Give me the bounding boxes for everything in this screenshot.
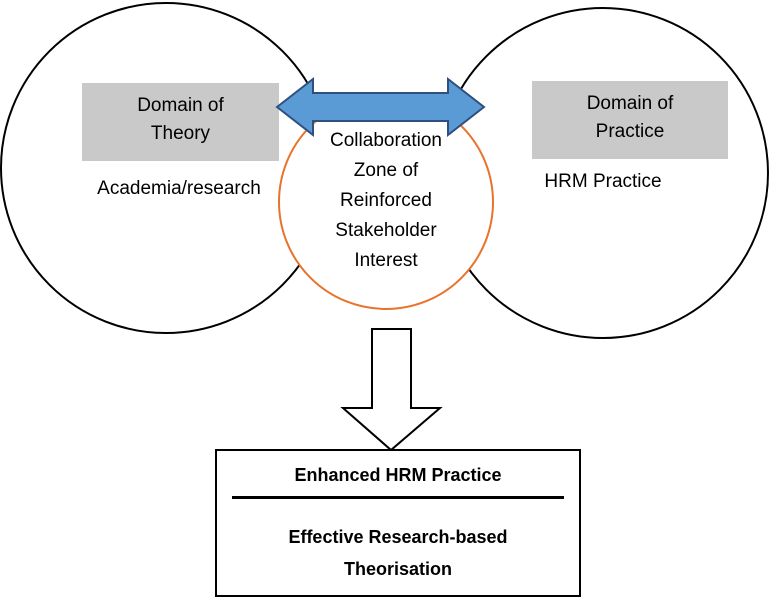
theory-domain-circle bbox=[0, 2, 332, 334]
practice-title-line2: Practice bbox=[595, 120, 665, 142]
outcome-title: Enhanced HRM Practice bbox=[294, 465, 502, 485]
hrm-practice-caption: HRM Practice bbox=[544, 171, 662, 192]
practice-domain-title: Domain of Practice bbox=[532, 90, 728, 145]
down-arrow bbox=[340, 328, 443, 452]
practice-title-line1: Domain of bbox=[586, 93, 674, 114]
theory-title-line2: Theory bbox=[150, 122, 211, 144]
center-line-4: Stakeholder bbox=[335, 220, 437, 241]
theory-title-line1: Domain of bbox=[137, 95, 224, 116]
center-line-5: Interest bbox=[354, 250, 418, 271]
collaboration-zone-text: Collaboration Zone of Reinforced Stakeho… bbox=[306, 126, 466, 276]
outcome-divider bbox=[232, 496, 564, 499]
practice-domain-box bbox=[532, 81, 728, 159]
theory-domain-box bbox=[82, 83, 279, 161]
outcome-box: Enhanced HRM Practice Effective Research… bbox=[215, 449, 581, 597]
center-line-2: Zone of bbox=[353, 160, 419, 181]
outcome-line-2: Theorisation bbox=[343, 559, 452, 579]
outcome-line-1: Effective Research-based bbox=[288, 527, 508, 547]
theory-domain-title: Domain of Theory bbox=[82, 92, 279, 147]
center-line-1: Collaboration bbox=[330, 130, 442, 151]
outcome-subtitle: Effective Research-based Theorisation bbox=[217, 521, 579, 585]
double-headed-arrow bbox=[275, 76, 486, 138]
academia-caption: Academia/research bbox=[97, 178, 261, 199]
center-line-3: Reinforced bbox=[340, 190, 432, 211]
